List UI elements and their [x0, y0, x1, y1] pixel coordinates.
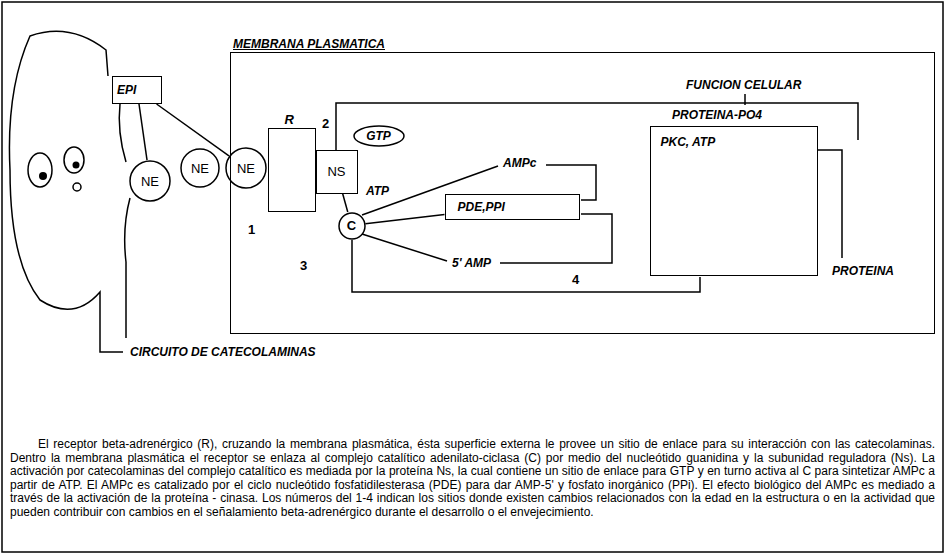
amp-line — [362, 234, 447, 261]
node-label: PDE,PPI — [458, 200, 505, 214]
node-label: PKC, ATP — [661, 135, 716, 149]
product-label: PROTEINA-PO4 — [672, 108, 762, 122]
node-label: EPI — [117, 83, 136, 97]
connector-line — [139, 104, 147, 160]
receptor-box: R — [268, 128, 316, 212]
node-label: GTP — [366, 129, 391, 143]
function-label: FUNCION CELULAR — [686, 78, 801, 92]
substrate-label: PROTEINA — [832, 264, 894, 278]
caption-block: El receptor beta-adrenérgico (R), cruzan… — [10, 438, 935, 519]
circuit-leader — [100, 338, 123, 352]
function-line — [744, 94, 746, 105]
hormone-box: EPI — [112, 76, 162, 104]
substrate-label: PROTEINA — [832, 264, 894, 278]
nerve-terminal-outline — [125, 198, 130, 338]
product-label: PROTEINA-PO4 — [672, 108, 762, 122]
second-messenger-label: AMPc — [503, 156, 536, 170]
callout-number: 3 — [300, 258, 307, 273]
callout-number: 1 — [248, 222, 255, 237]
circuit-label: CIRCUITO DE CATECOLAMINAS — [130, 345, 316, 359]
shape-outline — [130, 161, 170, 201]
callout-number: 1 — [248, 222, 255, 237]
vesicle — [64, 147, 84, 173]
callout-number: 4 — [572, 272, 579, 287]
product-label: 5' AMP — [452, 256, 491, 270]
cycle-line — [336, 103, 858, 150]
amp-line — [500, 214, 612, 263]
function-label: FUNCION CELULAR — [686, 78, 801, 92]
node-label: NE — [191, 161, 209, 176]
connector-line — [343, 194, 348, 213]
g-protein-box: NS — [316, 150, 358, 194]
kinase-box: PKC, ATP — [650, 126, 818, 276]
vesicle-core — [39, 172, 47, 180]
shape-outline — [354, 126, 404, 146]
membrane-region: MEMBRANA PLASMATICARNSGTPCPDE,PPIPKC, AT… — [230, 52, 935, 334]
vesicle-core — [73, 162, 80, 169]
node-label: NS — [327, 164, 345, 179]
node-heading: MEMBRANA PLASMATICA — [233, 37, 385, 51]
callout-number: 3 — [300, 258, 307, 273]
vesicle — [28, 153, 52, 187]
callout-number: 4 — [572, 272, 579, 287]
neurotransmitter-circle: NE — [129, 160, 171, 202]
shape-outline — [339, 213, 365, 239]
second-messenger-label: AMPc — [503, 156, 536, 170]
cyclase-circle: C — [338, 212, 366, 240]
connector-line — [157, 104, 229, 156]
neurotransmitter-circle: NE — [180, 148, 220, 188]
node-label: C — [347, 218, 356, 233]
node-label: NE — [237, 161, 255, 176]
node-label: NE — [141, 174, 159, 189]
product-label: 5' AMP — [452, 256, 491, 270]
node-heading: R — [285, 112, 294, 127]
callout-number: 2 — [322, 116, 329, 131]
nerve-terminal-outline — [9, 31, 108, 338]
gtp-ellipse: GTP — [353, 125, 405, 147]
neurotransmitter-circle: NE — [225, 147, 267, 189]
nerve-terminal-outline — [119, 104, 126, 162]
vesicle — [73, 183, 81, 191]
substrate-label: ATP — [366, 184, 389, 198]
caption: El receptor beta-adrenérgico (R), cruzan… — [10, 438, 935, 519]
protein-bracket — [818, 150, 842, 258]
shape-outline — [226, 148, 266, 188]
camp-line — [546, 165, 596, 200]
callout-number: 2 — [322, 116, 329, 131]
substrate-label: ATP — [366, 184, 389, 198]
connector-line — [365, 214, 444, 223]
enzyme-box: PDE,PPI — [445, 194, 580, 220]
circuit-label: CIRCUITO DE CATECOLAMINAS — [130, 345, 316, 359]
shape-outline — [181, 149, 219, 187]
